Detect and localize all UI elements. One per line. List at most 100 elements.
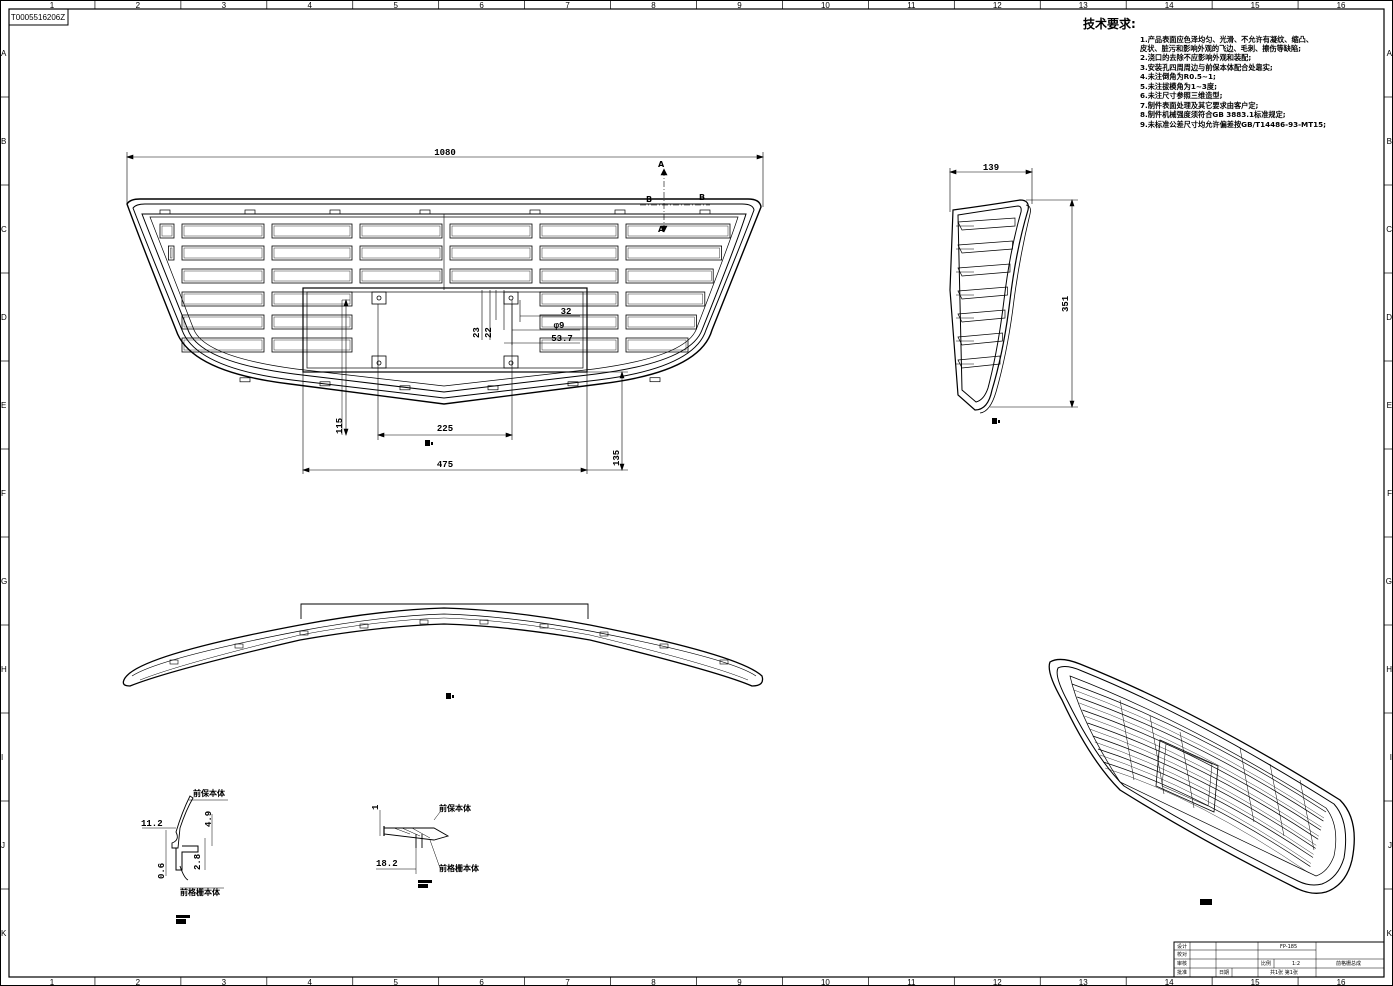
dim-11-2: 11.2 (141, 819, 163, 829)
grid-column-label: 6 (479, 978, 484, 986)
grid-column-label: 8 (651, 978, 656, 986)
technical-requirements: 技术要求: 1.产品表面应色泽均匀、光滑、不允许有凝纹、缩凸、 皮状、脏污和影响… (1083, 16, 1326, 129)
grid-column-label: 7 (565, 1, 570, 10)
grid-row-label: F (1387, 489, 1392, 498)
grid-row-label: D (1, 313, 7, 322)
mounting-clip (649, 377, 661, 383)
section-b-label-bottom: 前格栅本体 (439, 863, 480, 873)
tb-scale-value: 1:2 (1292, 961, 1300, 967)
grid-column-label: 12 (993, 978, 1002, 986)
grille-slat (359, 223, 443, 239)
dim-2-8: 2.8 (193, 854, 203, 870)
section-marker-a-top: A (658, 160, 665, 169)
mounting-clip (529, 209, 541, 215)
dim-53-7: 53.7 (551, 334, 573, 344)
front-view-dim-text: 1080 32 φ9 53.7 23 22 115 225 475 135 A … (335, 148, 705, 470)
grille-slat (539, 291, 619, 307)
grille-slat-inner (273, 247, 351, 259)
view-label-marks (425, 418, 1212, 905)
grid-column-label: 2 (136, 1, 141, 10)
grid-column-label: 3 (222, 978, 227, 986)
grille-slat (539, 223, 619, 239)
dim-475: 475 (437, 460, 453, 470)
top-clip-tab (659, 643, 669, 649)
grille-slat-inner (451, 270, 531, 282)
iso-divider (1269, 763, 1285, 837)
grille-slat (181, 291, 265, 307)
mounting-clip (567, 381, 579, 387)
dim-139: 139 (983, 163, 999, 173)
front-view-dimensions (126, 152, 764, 474)
iso-slat (1077, 696, 1324, 822)
grille-slat (271, 245, 353, 261)
grid-row-label: A (1, 49, 7, 58)
mounting-clip (244, 209, 256, 215)
title-block-text: 设计 校对 审核 批准 日期 比例 1:2 共1张 第1张 FP-185 前格栅… (1177, 943, 1361, 976)
mounting-clip (239, 377, 251, 383)
grille-slat (271, 223, 353, 239)
side-slat (957, 263, 1011, 277)
tb-reviewer: 审核 (1177, 960, 1187, 967)
requirement-5: 5.未注拔模角为1~3度; (1140, 82, 1217, 91)
iso-slat-edge (1094, 741, 1314, 855)
requirement-3: 3.安装孔四周周边与前保本体配合处靠实; (1140, 63, 1273, 72)
grille-slat (449, 268, 533, 284)
mounting-clip (699, 209, 711, 215)
front-view (126, 198, 762, 435)
grille-slat-inner (627, 247, 720, 259)
requirement-8: 8.制件机械强度须符合GB 3883.1标准规定; (1140, 110, 1286, 119)
grille-slat (181, 223, 265, 239)
grille-slat (625, 337, 689, 353)
section-a (142, 795, 228, 889)
grid-row-label: K (1, 929, 7, 938)
grid-row-label: G (1386, 577, 1392, 586)
dim-phi9: φ9 (554, 321, 565, 331)
grille-slat (159, 223, 175, 239)
iso-slat-edge (1079, 702, 1322, 828)
grille-slat (271, 268, 353, 284)
grille-slat (181, 268, 265, 284)
grid-column-label: 3 (222, 1, 227, 10)
grid-row-label: E (1387, 401, 1392, 410)
top-clip-tab (234, 643, 244, 649)
mounting-clip (329, 209, 341, 215)
grid-row-label: A (1387, 49, 1393, 58)
iso-divider (1299, 779, 1315, 851)
iso-divider (1239, 747, 1255, 823)
iso-slat-edge (1099, 754, 1312, 864)
side-slat (957, 286, 1008, 300)
grid-column-label: 4 (308, 978, 313, 986)
grille-slat (181, 314, 265, 330)
dim-135: 135 (612, 450, 622, 466)
grille-slat-inner (361, 225, 441, 237)
grille-slat-inner (273, 316, 351, 328)
grille-slat-inner (627, 339, 687, 351)
grille-slat-inner (541, 339, 617, 351)
grid-column-label: 10 (821, 1, 830, 10)
tb-scale-label: 比例 (1261, 960, 1271, 967)
dim-351: 351 (1061, 295, 1071, 312)
dim-1: 1 (371, 804, 381, 810)
dim-0-6: 0.6 (157, 863, 167, 879)
iso-slat (1082, 709, 1321, 831)
grille-slat (539, 268, 619, 284)
drawing-number-box: T0005516206Z (8, 8, 69, 26)
mounting-clip (159, 209, 171, 215)
side-slat (957, 355, 1001, 369)
top-clip-tab (359, 623, 369, 629)
grille-slat-inner (541, 270, 617, 282)
grid-row-label: H (1, 665, 7, 674)
grille-slat-inner (161, 225, 173, 237)
grid-row-label: E (1, 401, 6, 410)
iso-divider (1149, 715, 1165, 795)
grid-column-label: 13 (1079, 1, 1088, 10)
grille-slat-inner (361, 247, 441, 259)
requirements-title: 技术要求: (1083, 16, 1136, 31)
top-clip-tab (169, 659, 179, 665)
grille-slat (271, 314, 353, 330)
tb-checker: 校对 (1177, 951, 1187, 958)
section-marker-b-right: B (699, 193, 705, 202)
side-slat (957, 240, 1013, 254)
dim-18-2: 18.2 (376, 859, 398, 869)
grid-column-label: 2 (136, 978, 141, 986)
